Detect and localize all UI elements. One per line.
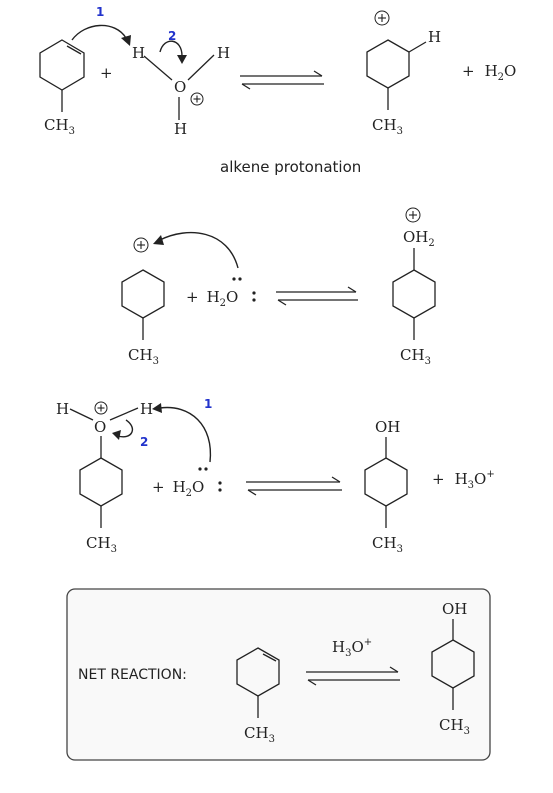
water-product: +H2O: [462, 62, 516, 83]
net-reaction-label: NET REACTION:: [78, 667, 187, 683]
svg-text:CH3: CH3: [44, 116, 75, 137]
svg-text:1: 1: [204, 397, 212, 411]
curved-arrow-3-1: 1: [152, 397, 212, 463]
equilibrium-arrow-2: [276, 286, 358, 306]
equilibrium-arrow-1: [240, 70, 324, 90]
svg-text:H: H: [132, 44, 145, 62]
svg-text:+H2O: +H2O: [152, 478, 204, 499]
svg-text:H: H: [56, 400, 69, 418]
hydronium-product: +H3O+: [432, 469, 495, 491]
svg-text:CH3: CH3: [128, 346, 159, 367]
step3-oxonium: H O H CH3: [56, 400, 153, 555]
step3-alcohol-product: OH CH3: [364, 418, 408, 555]
net-reactant-alkene: CH3: [236, 647, 280, 745]
step2-water: +H2O: [186, 277, 256, 309]
svg-text:OH: OH: [442, 600, 467, 618]
svg-text:CH3: CH3: [400, 346, 431, 367]
step1-alkene-molecule: CH3: [39, 39, 85, 137]
svg-text:1: 1: [96, 5, 104, 19]
svg-text:+H2O: +H2O: [186, 288, 238, 309]
curved-arrow-attack: [153, 231, 239, 269]
positive-charge-icon: [190, 92, 204, 106]
net-catalyst-label: H3O+: [332, 637, 372, 659]
equilibrium-arrow-3: [246, 476, 342, 496]
positive-charge-icon: [374, 10, 390, 26]
svg-text:H: H: [217, 44, 230, 62]
svg-text:H: H: [174, 120, 187, 138]
net-product-alcohol: OH CH3: [431, 600, 475, 737]
caption-alkene-protonation: alkene protonation: [220, 158, 361, 176]
curved-arrow-1: 1: [71, 5, 131, 46]
step1-hydronium: H H O H: [132, 44, 230, 138]
svg-text:H: H: [140, 400, 153, 418]
step2-oxonium-product: OH2 CH3: [392, 207, 436, 367]
svg-text:2: 2: [140, 435, 148, 449]
svg-text:O: O: [94, 418, 106, 436]
svg-text:2: 2: [168, 29, 176, 43]
plus-sign: +: [100, 64, 113, 82]
curved-arrow-3-2: 2: [112, 419, 148, 449]
positive-charge-icon: [94, 401, 108, 415]
step2-carbocation: CH3: [121, 237, 165, 367]
svg-text:CH3: CH3: [86, 534, 117, 555]
svg-text:CH3: CH3: [372, 534, 403, 555]
positive-charge-icon: [133, 237, 149, 253]
svg-text:CH3: CH3: [372, 116, 403, 137]
step3-water: +H2O: [152, 467, 222, 499]
svg-text:CH3: CH3: [439, 716, 470, 737]
curved-arrow-2: 2: [159, 29, 187, 64]
svg-text:CH3: CH3: [244, 724, 275, 745]
svg-text:OH: OH: [375, 418, 400, 436]
equilibrium-arrow-net: [306, 666, 400, 686]
svg-text:H: H: [428, 28, 441, 46]
svg-text:O: O: [174, 78, 186, 96]
step1-carbocation: H CH3: [366, 10, 441, 137]
positive-charge-icon: [405, 207, 421, 223]
svg-text:OH2: OH2: [403, 228, 435, 249]
